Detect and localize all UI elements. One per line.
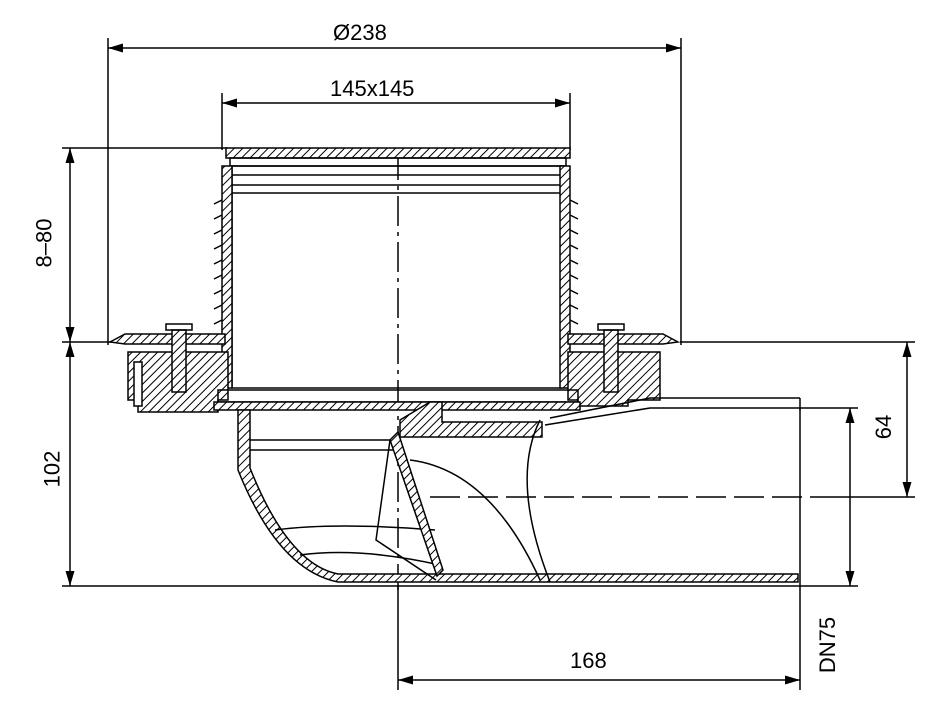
drain-body	[237, 397, 801, 586]
dim-outer-diameter: Ø238	[333, 20, 387, 45]
grate	[225, 147, 571, 194]
dim-total-depth: 102	[39, 450, 65, 488]
dim-height-adjust: 8–80	[31, 218, 57, 268]
dim-outlet-offset: 168	[570, 648, 607, 673]
flange-right	[567, 323, 681, 407]
dim-outlet-size: DN75	[815, 616, 841, 674]
upper-cylinder	[213, 165, 579, 389]
dim-grate-size: 145x145	[330, 76, 415, 101]
dimension-lines	[62, 38, 915, 690]
dim-outlet-height: 64	[871, 414, 897, 440]
flange-left	[107, 323, 229, 413]
